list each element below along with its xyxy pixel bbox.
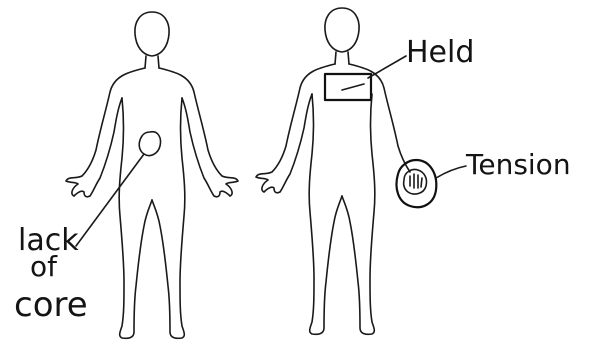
core-leader-line: [76, 154, 144, 246]
front-neck: [145, 56, 159, 68]
back-body-outline: [256, 8, 410, 334]
held-label: Held: [406, 35, 474, 70]
front-left-arm: [66, 68, 145, 197]
back-left-torso-leg: [309, 94, 342, 334]
tension-hand-sketch: [404, 169, 427, 194]
tension-outer-circle: [397, 160, 437, 207]
front-left-torso-leg: [119, 98, 152, 338]
label-core: core: [14, 285, 88, 325]
back-right-arm: [349, 64, 410, 172]
back-neck: [335, 52, 349, 64]
label-of: of: [30, 250, 58, 283]
front-head: [135, 12, 169, 56]
held-rectangle: [325, 74, 371, 100]
lack-of-core-marker: [76, 132, 161, 246]
back-head: [325, 8, 359, 52]
back-right-torso-leg: [342, 94, 375, 334]
front-body-outline: [66, 12, 238, 338]
tension-leader-line: [436, 166, 466, 178]
held-leader-line: [368, 56, 406, 78]
tension-label: Tension: [465, 148, 571, 181]
held-marker: [325, 56, 406, 100]
held-inner-mark: [342, 84, 364, 90]
back-left-arm: [256, 64, 335, 193]
front-right-arm: [159, 68, 238, 197]
lack-of-core-label: lack of core: [14, 223, 88, 325]
core-circle: [139, 132, 160, 156]
